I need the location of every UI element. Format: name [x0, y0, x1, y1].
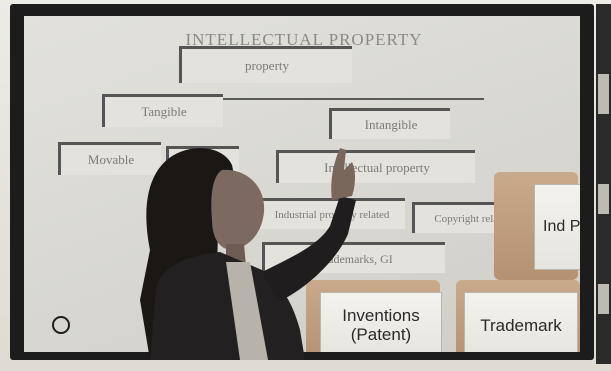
box-tangible: Tangible — [102, 94, 223, 127]
connector-line — [104, 98, 484, 100]
presenter-hand — [331, 148, 355, 200]
presenter-arm — [262, 196, 356, 302]
box-movable: Movable — [58, 142, 161, 175]
circle-icon — [52, 316, 70, 334]
edge-strip — [598, 74, 609, 114]
projected-slide: INTELLECTUAL PROPERTY property Tangible … — [24, 16, 580, 352]
slide-title: INTELLECTUAL PROPERTY — [185, 30, 423, 49]
box-intangible: Intangible — [329, 108, 450, 139]
tile-industrial-property: Ind Pro — [534, 184, 580, 270]
presenter-face — [211, 169, 265, 250]
edge-strip — [598, 284, 609, 314]
adjacent-photo-edge — [596, 4, 611, 364]
tile-trademark: Trademark — [464, 292, 578, 352]
tile-inventions-patent: Inventions (Patent) — [320, 292, 442, 352]
presenter-blouse — [226, 262, 268, 360]
edge-strip — [598, 184, 609, 214]
box-property: property — [179, 46, 352, 83]
box-industrial-related: Industrial property related — [256, 198, 405, 229]
